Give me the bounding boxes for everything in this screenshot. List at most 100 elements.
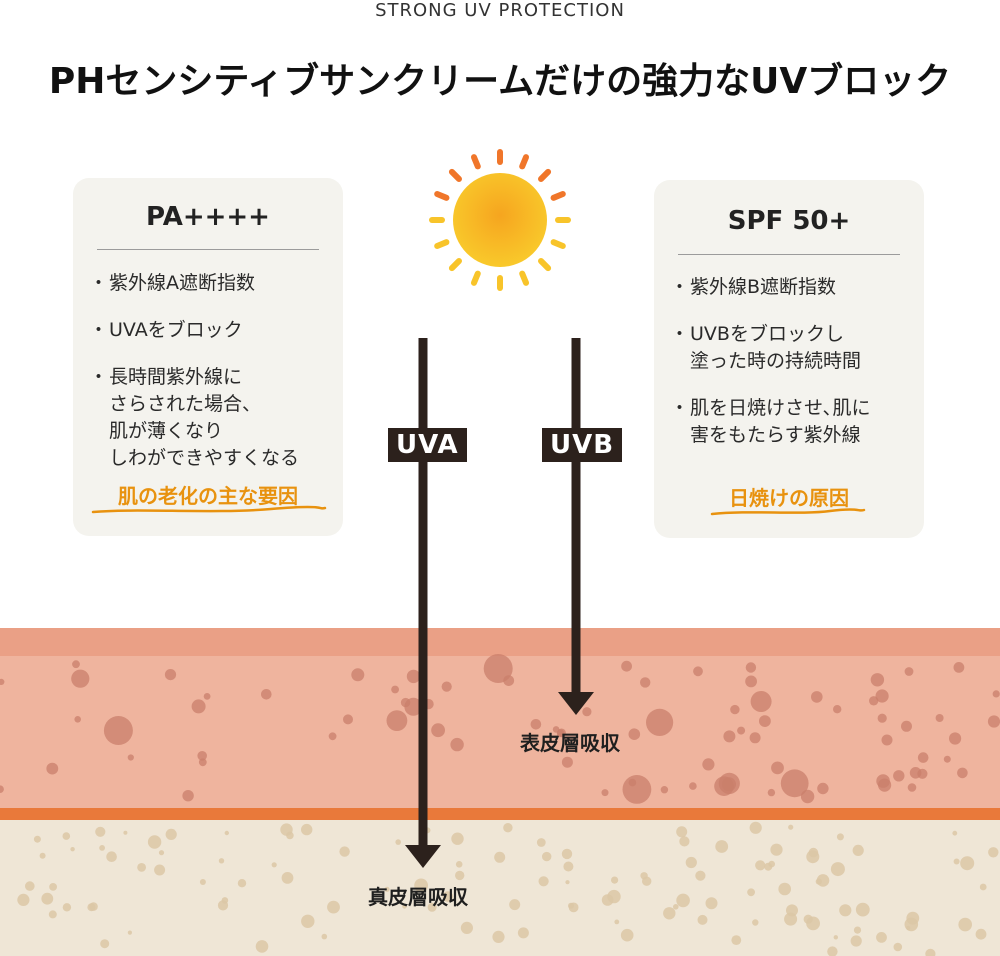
epidermis-cell-dot [441,681,452,692]
epidermis-cell-dot [869,696,879,706]
dermis-cell-dot [301,914,315,928]
dermis-cell-dot [165,828,177,840]
dermis-cell-dot [685,856,697,869]
dermis-cell-dot [39,852,46,859]
epidermis-absorption-label: 表皮層吸収 [520,731,620,755]
dermis-cell-dot [384,886,390,892]
epidermis-cell-dot [817,782,829,795]
dermis-cell-dot [442,891,454,902]
dermis-cell-dot [147,835,162,849]
dermis-cell-dot [17,893,30,906]
dermis-cell-dot [988,847,999,858]
spf-bullet: 肌を日焼けさせ､肌に 害をもたらす紫外線 [670,395,910,449]
epidermis-cell-dot [935,714,944,722]
dermis-cell-dot [455,861,463,868]
dermis-cell-dot [542,851,552,862]
epidermis-cell-dot [877,713,887,723]
dermis-cell-dot [460,921,473,934]
dermis-cell-dot [853,926,862,934]
sun-ray [448,258,462,272]
uvb-badge: UVB [542,428,623,462]
epidermis-cell-dot [870,673,885,687]
dermis-cell-dot [663,907,676,920]
epidermis-cell-dot [351,668,365,682]
dermis-cell-dot [154,864,166,876]
epidermis-cell-dot [203,693,211,700]
epidermis-cell-dot [503,675,515,686]
dermis-cell-dot [855,902,870,917]
dermis-cell-dot [836,833,844,841]
epidermis-cell-dot [46,762,59,775]
dermis-cell-dot [25,881,35,891]
sun-ray [550,239,566,250]
epidermis-cell-dot [689,782,697,790]
dermis-cell-dot [747,888,755,897]
epidermis-cell-dot [71,669,90,688]
dermis-cell-dot [327,900,340,914]
spf-tagline: 日焼けの原因 [729,486,849,510]
dermis-cell-dot [99,845,105,851]
dermis-cell-dot [402,904,407,909]
dermis-cell-dot [427,902,437,912]
dermis-cell-dot [752,919,759,926]
epidermis-cell-dot [750,691,772,712]
dermis-cell-dot [563,861,574,872]
epidermis-cell-dot [0,785,4,793]
pa-bullet-list: 紫外線A遮断指数 UVAをブロック 長時間紫外線に さらされた場合、 肌が薄くな… [89,270,329,492]
epidermis-cell-dot [759,715,771,727]
epidermis-cell-dot [737,726,746,735]
spf-card-divider [678,254,900,255]
epidermis-cell-dot [992,690,1000,698]
sun-ray [519,154,530,170]
dermis-cell-dot [536,838,546,847]
dermis-cell-dot [768,860,775,868]
epidermis-cell-dot [901,720,912,732]
dermis-cell-dot [494,851,506,863]
spf-bullet-list: 紫外線B遮断指数 UVBをブロックし 塗った時の持続時間 肌を日焼けさせ､肌に … [670,274,910,469]
dermis-cell-dot [48,910,57,919]
epidermis-cell-dot [561,756,573,768]
dermis-cell-dot [158,850,165,856]
epidermis-cell-dot [386,710,408,731]
dermis-cell-dot [517,927,529,939]
dermis-cell-dot [87,903,96,912]
epidermis-cell-dot [987,715,1000,728]
epidermis-cell-dot [660,786,669,794]
epidermis-cell-dot [811,691,823,703]
dermis-cell-dot [953,858,960,865]
epidermis-cell-dot [875,689,889,703]
dermis-cell-dot [695,870,706,881]
epidermis-cell-dot [957,767,968,779]
epidermis-cell-dot [406,669,421,684]
dermis-cell-dot [561,848,573,860]
dermis-cell-dot [271,862,277,868]
epidermis-cell-dot [391,685,399,694]
uva-arrow-head [405,845,441,868]
dermis-cell-dot [705,897,718,910]
dermis-cell-dot [755,860,766,871]
sun-ray [538,258,552,272]
dermis-cell-dot [95,826,106,837]
dermis-cell-dot [852,844,864,856]
dermis-cell-dot [395,839,402,845]
dermis-cell-dot [614,919,620,925]
dermis-cell-dot [509,899,521,911]
dermis-cell-dot [33,835,41,843]
spf-info-card: SPF 50+ 紫外線B遮断指数 UVBをブロックし 塗った時の持続時間 肌を日… [654,180,924,538]
epidermis-cell-dot [164,669,177,681]
epidermis-cell-dot [909,767,922,779]
pa-bullet: UVAをブロック [89,317,329,344]
dermis-cell-dot [123,830,128,835]
epidermis-cell-dot [745,675,757,688]
spf-bullet: UVBをブロックし 塗った時の持続時間 [670,321,910,375]
epidermis-cell-dot [949,732,962,745]
epidermis-cell-dot [640,677,651,688]
dermis-cell-dot [224,830,229,836]
epidermis-cell-dot [771,761,784,775]
epidermis-cell-dot [601,789,609,797]
epidermis-cell-dot [745,662,757,673]
dermis-cell-dot [601,894,614,906]
pa-card-title: PA++++ [146,202,270,232]
epidermis-cell-dot [943,755,951,763]
